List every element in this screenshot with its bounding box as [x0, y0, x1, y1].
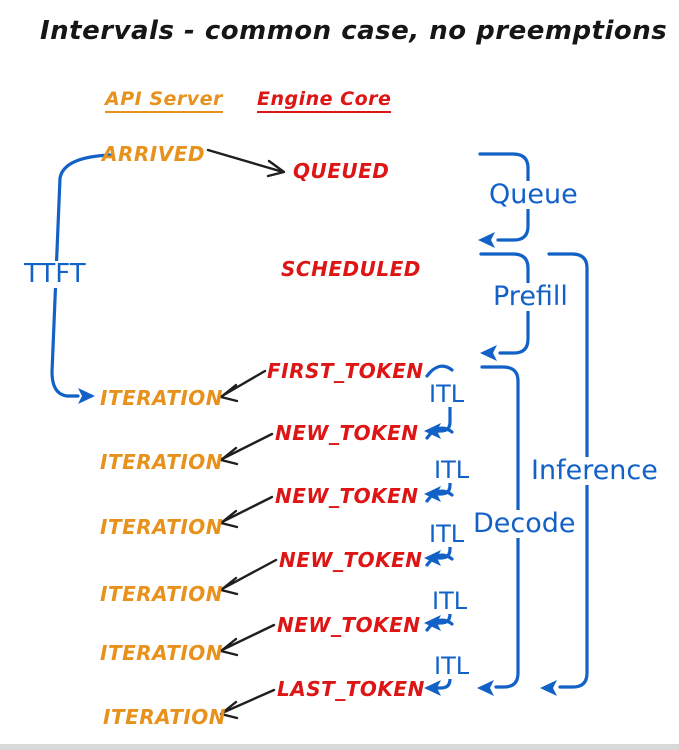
itl-arc-icon — [425, 618, 454, 632]
token-to-iteration-arrow — [219, 495, 274, 529]
event-new-token-1: NEW_TOKEN — [275, 421, 419, 445]
token-to-iteration-arrow — [219, 623, 276, 657]
ttft-bracket — [50, 153, 112, 404]
event-iteration-3: ITERATION — [100, 515, 224, 539]
interval-label-prefill: Prefill — [490, 282, 571, 312]
event-last-token: LAST_TOKEN — [277, 677, 425, 701]
interval-label-queue: Queue — [486, 180, 581, 210]
token-to-iteration-arrow — [219, 688, 276, 720]
itl-arc-icon — [425, 426, 454, 440]
event-iteration-2: ITERATION — [100, 450, 224, 474]
column-header-engine-core: Engine Core — [257, 88, 392, 113]
interval-label-ttft: TTFT — [21, 260, 89, 289]
interval-label-itl-4: ITL — [429, 588, 471, 615]
queue-arrowhead-left-icon — [478, 232, 495, 248]
interval-label-decode: Decode — [470, 509, 579, 539]
interval-label-itl-2: ITL — [431, 457, 473, 484]
token-to-iteration-arrow — [219, 558, 278, 596]
event-queued: QUEUED — [293, 159, 390, 183]
itl-arc-icon — [425, 553, 454, 567]
ttft-arrowhead-right-icon — [78, 388, 95, 404]
event-scheduled: SCHEDULED — [281, 257, 421, 281]
itl-arc-icon — [425, 364, 454, 378]
page-bottom-edge — [0, 744, 679, 750]
event-iteration-6: ITERATION — [103, 705, 227, 729]
interval-label-inference: Inference — [528, 456, 661, 486]
interval-label-itl-5: ITL — [431, 653, 473, 680]
itl-arrowhead-left-icon — [424, 680, 441, 696]
inference-arrowhead-left-icon — [540, 680, 557, 696]
event-first-token: FIRST_TOKEN — [267, 359, 424, 383]
event-new-token-2: NEW_TOKEN — [275, 484, 419, 508]
event-iteration-5: ITERATION — [100, 641, 224, 665]
column-header-api-server: API Server — [105, 88, 223, 113]
token-to-iteration-arrow — [219, 369, 267, 403]
arrived-to-queued-arrow — [206, 148, 286, 178]
itl-arc-icon — [425, 489, 454, 503]
interval-label-itl-1: ITL — [426, 381, 468, 408]
event-new-token-3: NEW_TOKEN — [279, 548, 423, 572]
decode-arrowhead-left-icon — [477, 680, 494, 696]
ttft-bracket-line — [50, 153, 112, 398]
event-iteration-4: ITERATION — [100, 582, 224, 606]
token-to-iteration-arrow — [219, 432, 274, 466]
event-arrived: ARRIVED — [102, 142, 205, 166]
prefill-arrowhead-left-icon — [480, 345, 497, 361]
event-new-token-4: NEW_TOKEN — [277, 613, 421, 637]
page-title: Intervals - common case, no preemptions — [40, 16, 668, 46]
interval-label-itl-3: ITL — [426, 521, 468, 548]
event-iteration-1: ITERATION — [100, 386, 224, 410]
